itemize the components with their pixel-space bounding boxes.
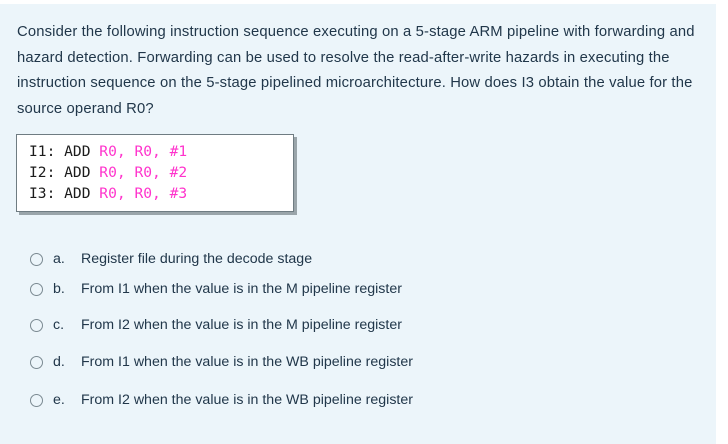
code-line-label: I2: ADD xyxy=(29,164,100,181)
instruction-sequence-code-block: I1: ADD R0, R0, #1 I2: ADD R0, R0, #2 I3… xyxy=(16,134,294,212)
radio-button-icon[interactable] xyxy=(30,394,43,407)
code-line-label: I1: ADD xyxy=(29,143,100,160)
code-line-operands: R0, R0, #2 xyxy=(99,164,188,181)
code-line-label: I3: ADD xyxy=(29,185,100,202)
answer-option-b[interactable]: b. From I1 when the value is in the M pi… xyxy=(30,280,402,300)
option-label: Register file during the decode stage xyxy=(81,251,313,267)
answer-option-a[interactable]: a. Register file during the decode stage xyxy=(30,250,312,270)
option-letter: b. xyxy=(53,281,65,297)
option-letter: c. xyxy=(53,317,65,333)
option-label: From I2 when the value is in the M pipel… xyxy=(81,317,402,333)
option-label: From I1 when the value is in the WB pipe… xyxy=(81,354,413,370)
answer-option-d[interactable]: d. From I1 when the value is in the WB p… xyxy=(30,353,413,373)
code-line: I2: ADD R0, R0, #2 xyxy=(29,162,283,183)
option-label: From I1 when the value is in the M pipel… xyxy=(81,281,402,297)
radio-button-icon[interactable] xyxy=(30,356,43,369)
question-prompt-text: Consider the following instruction seque… xyxy=(17,24,699,117)
code-line: I1: ADD R0, R0, #1 xyxy=(29,141,283,162)
option-letter: a. xyxy=(53,251,65,267)
radio-button-icon[interactable] xyxy=(30,253,43,266)
radio-button-icon[interactable] xyxy=(30,283,43,296)
answer-option-e[interactable]: e. From I2 when the value is in the WB p… xyxy=(30,391,413,411)
option-label: From I2 when the value is in the WB pipe… xyxy=(81,392,413,408)
option-letter: e. xyxy=(53,392,65,408)
option-letter: d. xyxy=(53,354,65,370)
answer-option-c[interactable]: c. From I2 when the value is in the M pi… xyxy=(30,316,402,336)
radio-button-icon[interactable] xyxy=(30,319,43,332)
code-line: I3: ADD R0, R0, #3 xyxy=(29,183,283,204)
code-line-operands: R0, R0, #3 xyxy=(99,185,188,202)
question-panel: Consider the following instruction seque… xyxy=(0,4,716,444)
code-line-operands: R0, R0, #1 xyxy=(99,143,188,160)
